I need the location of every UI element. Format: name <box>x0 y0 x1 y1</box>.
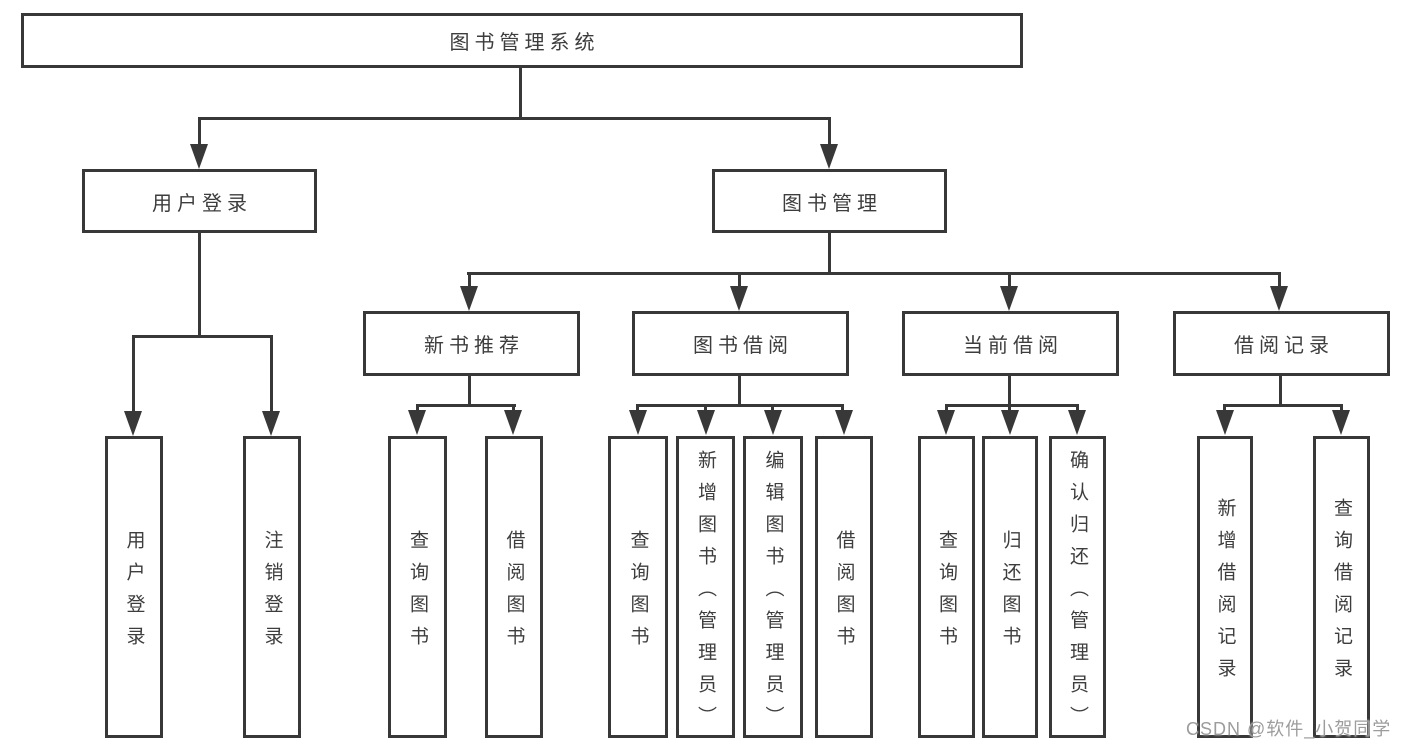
arrowhead-down <box>1332 410 1350 435</box>
connector-line <box>198 233 201 337</box>
connector-line <box>468 376 471 406</box>
leaf-current-query-books-label: 查询图书 <box>936 529 957 658</box>
leaf-query-borrow-record: 查询借阅记录 <box>1313 436 1370 738</box>
arrowhead-down <box>262 411 280 436</box>
connector-line <box>1076 404 1079 412</box>
node-book-borrowing: 图书借阅 <box>632 311 849 376</box>
connector-line <box>1278 272 1281 288</box>
leaf-borrowing-query-books-label: 查询图书 <box>627 529 649 658</box>
connector-line <box>1008 376 1011 406</box>
node-borrow-records-label: 借阅记录 <box>1234 335 1334 357</box>
leaf-borrowing-query-books: 查询图书 <box>608 436 668 738</box>
leaf-confirm-return-admin: 确认归还（管理员） <box>1049 436 1106 738</box>
arrowhead-down <box>504 410 522 435</box>
leaf-borrowing-borrow-books: 借阅图书 <box>815 436 873 738</box>
arrowhead-down <box>1216 410 1234 435</box>
arrowhead-down <box>629 410 647 435</box>
connector-line <box>519 68 522 118</box>
leaf-user-login-label: 用户登录 <box>123 529 145 658</box>
connector-line <box>828 117 831 145</box>
leaf-borrowing-borrow-books-label: 借阅图书 <box>833 529 855 658</box>
connector-line <box>841 404 844 412</box>
node-user-login: 用户登录 <box>82 169 317 233</box>
node-user-login-label: 用户登录 <box>152 192 252 215</box>
arrowhead-down <box>697 410 715 435</box>
arrowhead-down <box>764 410 782 435</box>
node-new-book-recommend: 新书推荐 <box>363 311 580 376</box>
connector-line <box>132 335 135 412</box>
arrowhead-down <box>408 410 426 435</box>
connector-line <box>704 404 707 412</box>
arrowhead-down <box>1270 286 1288 311</box>
node-borrow-records: 借阅记录 <box>1173 311 1390 376</box>
node-current-borrowing-label: 当前借阅 <box>963 335 1063 357</box>
leaf-recommend-borrow-books-label: 借阅图书 <box>503 529 525 658</box>
connector-line <box>468 272 471 288</box>
connector-line <box>198 117 201 145</box>
node-book-management: 图书管理 <box>712 169 947 233</box>
arrowhead-down <box>937 410 955 435</box>
leaf-add-borrow-record-label: 新增借阅记录 <box>1214 497 1236 690</box>
leaf-return-books: 归还图书 <box>982 436 1038 738</box>
leaf-user-login: 用户登录 <box>105 436 163 738</box>
leaf-logout: 注销登录 <box>243 436 301 738</box>
arrowhead-down <box>190 144 208 169</box>
arrowhead-down <box>1000 286 1018 311</box>
connector-line <box>945 404 1079 407</box>
leaf-recommend-query-books-label: 查询图书 <box>407 529 428 658</box>
connector-line <box>945 404 948 412</box>
arrowhead-down <box>124 411 142 436</box>
connector-line <box>416 404 516 407</box>
connector-line <box>738 376 741 406</box>
leaf-logout-label: 注销登录 <box>261 529 283 658</box>
connector-line <box>198 117 831 120</box>
connector-line <box>132 335 273 338</box>
connector-line <box>1223 404 1226 412</box>
leaf-return-books-label: 归还图书 <box>999 529 1021 658</box>
arrowhead-down <box>820 144 838 169</box>
connector-line <box>270 335 273 412</box>
connector-line <box>636 404 639 412</box>
leaf-edit-books-admin: 编辑图书（管理员） <box>743 436 803 738</box>
leaf-recommend-borrow-books: 借阅图书 <box>485 436 543 738</box>
arrowhead-down <box>835 410 853 435</box>
connector-line <box>738 272 741 288</box>
connector-line <box>467 272 1281 275</box>
arrowhead-down <box>1001 410 1019 435</box>
connector-line <box>828 233 831 274</box>
connector-line <box>771 404 774 412</box>
connector-line <box>1279 376 1282 406</box>
leaf-add-borrow-record: 新增借阅记录 <box>1197 436 1253 738</box>
leaf-edit-books-admin-label: 编辑图书（管理员） <box>762 449 784 738</box>
connector-line <box>1008 404 1011 412</box>
arrowhead-down <box>730 286 748 311</box>
node-current-borrowing: 当前借阅 <box>902 311 1119 376</box>
leaf-confirm-return-admin-label: 确认归还（管理员） <box>1067 449 1088 738</box>
arrowhead-down <box>460 286 478 311</box>
connector-line <box>512 404 515 412</box>
connector-line <box>636 404 844 407</box>
leaf-current-query-books: 查询图书 <box>918 436 975 738</box>
connector-line <box>1223 404 1343 407</box>
leaf-recommend-query-books: 查询图书 <box>388 436 447 738</box>
csdn-watermark: CSDN @软件_小贺同学 <box>1186 719 1392 739</box>
leaf-add-books-admin: 新增图书（管理员） <box>676 436 735 738</box>
node-library-system: 图书管理系统 <box>21 13 1023 68</box>
node-book-borrowing-label: 图书借阅 <box>693 335 793 357</box>
connector-line <box>1008 272 1011 288</box>
leaf-add-books-admin-label: 新增图书（管理员） <box>695 449 716 738</box>
node-book-management-label: 图书管理 <box>782 192 882 215</box>
node-library-system-label: 图书管理系统 <box>449 32 600 54</box>
connector-line <box>416 404 419 412</box>
leaf-query-borrow-record-label: 查询借阅记录 <box>1331 497 1352 690</box>
arrowhead-down <box>1068 410 1086 435</box>
node-new-book-recommend-label: 新书推荐 <box>424 335 524 357</box>
connector-line <box>1340 404 1343 412</box>
